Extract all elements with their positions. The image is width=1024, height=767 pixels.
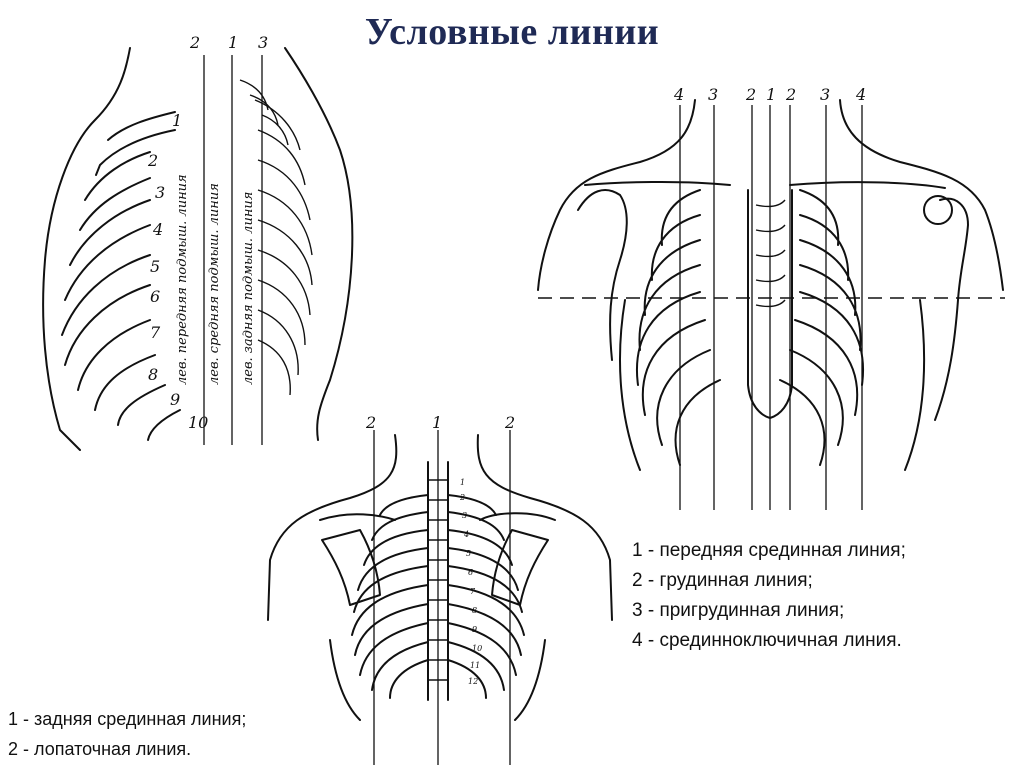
legend-front-item: 4 - срединноключичная линия. xyxy=(632,630,902,651)
front-line-number: 2 xyxy=(745,85,756,104)
front-line-number: 3 xyxy=(820,85,830,104)
side-view-rib-numbers: 1 2 3 4 5 6 7 8 9 10 xyxy=(147,111,208,432)
side-rib-number: 2 xyxy=(147,151,158,170)
front-line-number: 2 xyxy=(785,85,796,104)
front-view-body-outline xyxy=(537,99,1004,471)
legend-back-lines: 1 - задняя срединная линия; 2 - лопаточн… xyxy=(8,704,246,764)
legend-front-item: 1 - передняя срединная линия; xyxy=(632,540,906,561)
side-line-number-3: 3 xyxy=(258,33,268,52)
back-rib-number: 9 xyxy=(472,625,477,634)
back-rib-number: 8 xyxy=(472,606,477,615)
back-rib-number: 5 xyxy=(466,549,471,558)
back-view-rib-numbers: 1 2 3 4 5 6 7 8 9 10 11 12 xyxy=(459,478,482,686)
side-rib-number: 7 xyxy=(150,323,161,342)
side-rib-number: 8 xyxy=(148,365,158,384)
back-rib-number: 1 xyxy=(460,478,465,487)
back-rib-number: 2 xyxy=(459,493,465,502)
side-view-line-numbers: 2 1 3 xyxy=(189,33,268,52)
side-line-label-posterior: лев. задняя подмыш. линия xyxy=(241,192,256,385)
front-line-number: 1 xyxy=(766,85,776,104)
side-rib-number: 10 xyxy=(188,413,208,432)
legend-back-item: 1 - задняя срединная линия; xyxy=(8,709,247,729)
back-rib-number: 6 xyxy=(468,568,473,577)
side-view-ribs xyxy=(61,99,313,441)
side-view-line-labels: лев. передняя подмыш. линия лев. средняя… xyxy=(175,174,256,385)
back-view-body-outline xyxy=(267,434,613,721)
side-rib-number: 9 xyxy=(170,390,180,409)
side-view-vertical-lines xyxy=(203,55,263,445)
back-rib-number: 12 xyxy=(468,677,478,686)
page-title: Условные линии xyxy=(364,11,660,53)
front-line-number: 4 xyxy=(673,85,684,104)
side-view-spine xyxy=(239,79,289,146)
front-line-number: 3 xyxy=(708,85,718,104)
legend-back-item: 2 - лопаточная линия. xyxy=(8,739,192,759)
legend-front-lines: 1 - передняя срединная линия; 2 - грудин… xyxy=(632,536,906,656)
side-line-number-1: 1 xyxy=(228,33,238,52)
front-view-vertical-lines xyxy=(679,105,863,510)
side-rib-number: 1 xyxy=(172,111,182,130)
front-line-number: 4 xyxy=(855,85,866,104)
side-view-body-outline xyxy=(42,47,354,451)
legend-front-item: 2 - грудинная линия; xyxy=(632,570,813,591)
side-line-number-2: 2 xyxy=(189,33,200,52)
side-line-label-anterior: лев. передняя подмыш. линия xyxy=(175,174,190,385)
back-rib-number: 4 xyxy=(463,530,469,539)
side-rib-number: 3 xyxy=(155,183,165,202)
front-view-line-numbers: 4 3 2 1 2 3 4 xyxy=(673,85,866,104)
side-rib-number: 6 xyxy=(150,287,160,306)
legend-front-item: 3 - пригрудинная линия; xyxy=(632,600,845,621)
back-line-number: 2 xyxy=(504,413,515,432)
side-line-label-middle: лев. средняя подмыш. линия xyxy=(207,183,222,385)
back-line-number: 1 xyxy=(432,413,442,432)
back-rib-number: 10 xyxy=(472,644,482,653)
back-view-line-numbers: 2 1 2 xyxy=(365,413,515,432)
back-view-vertical-lines xyxy=(373,430,511,765)
back-view-ribs xyxy=(351,461,525,701)
back-line-number: 2 xyxy=(365,413,376,432)
back-rib-number: 3 xyxy=(462,511,467,520)
side-rib-number: 5 xyxy=(150,257,160,276)
back-rib-number: 7 xyxy=(470,587,476,596)
back-rib-number: 11 xyxy=(470,661,480,670)
side-rib-number: 4 xyxy=(152,220,163,239)
front-view-ribs xyxy=(636,189,864,466)
